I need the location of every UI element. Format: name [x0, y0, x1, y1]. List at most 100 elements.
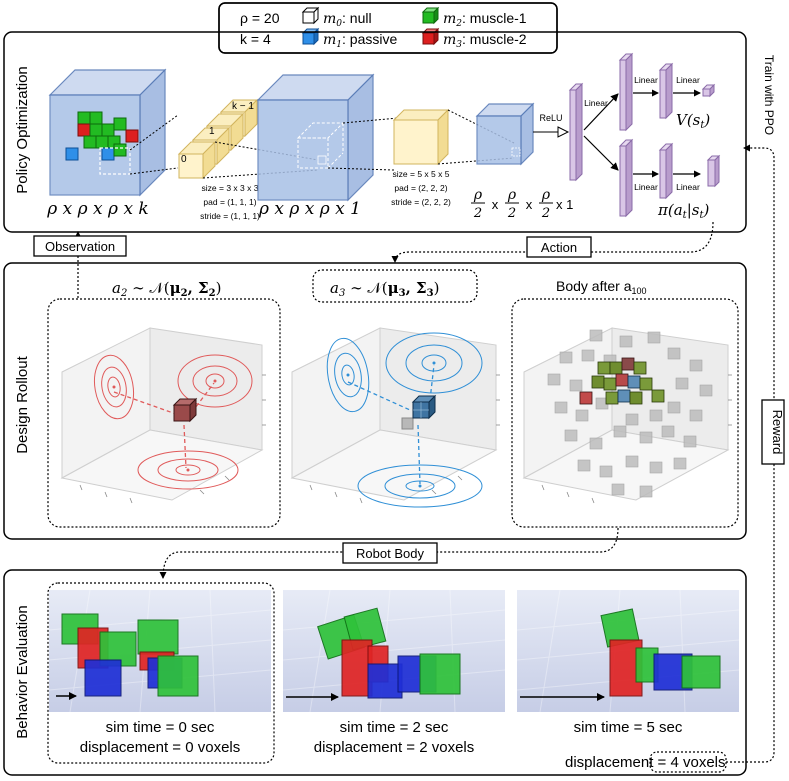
- policy-panel: Policy Optimization: [3, 2, 776, 233]
- value-text: V(s: [676, 111, 701, 129]
- conv1-kernels: k − 1 1 0: [177, 98, 259, 180]
- downsampled-cube: [475, 102, 535, 166]
- svg-text:m3: muscle-2: m3: muscle-2: [443, 31, 527, 50]
- observation-label: Observation: [45, 239, 115, 254]
- legend-m0-sub: 0: [336, 19, 342, 29]
- legend-m0-symbol: m: [323, 11, 336, 27]
- legend-m2-symbol: m: [443, 11, 456, 27]
- sim-frame-0: sim time = 0 sec displacement = 0 voxels: [47, 582, 275, 764]
- body-heading: Body after a100: [556, 278, 647, 296]
- sep1: x: [492, 197, 499, 212]
- frame-5-disp-prefix: displacement =: [565, 754, 670, 771]
- linear-label-d: Linear: [634, 182, 658, 192]
- flatten-layer: [568, 82, 584, 182]
- muscle1-cube-icon: [421, 6, 440, 25]
- a3-mu: μ: [388, 279, 399, 297]
- train-with-ppo-label: Train with PPO: [762, 55, 776, 135]
- frac2-num: ρ: [507, 187, 517, 203]
- pi-sub: t: [683, 210, 688, 221]
- reward-label: Reward: [770, 410, 785, 455]
- behavior-panel: Behavior Evaluation sim time = 0 se: [3, 569, 747, 776]
- conv1-stride: stride = (1, 1, 1): [200, 211, 260, 221]
- legend-m1-symbol: m: [323, 32, 336, 48]
- frame-0-time: sim time = 0 sec: [106, 719, 215, 736]
- linear-label-e: Linear: [676, 182, 700, 192]
- a3-voxels: [401, 394, 437, 430]
- frame-0-displacement: displacement = 0 voxels: [80, 739, 241, 756]
- conv2-kernel: [392, 108, 450, 166]
- a3-heading: a3 ∼ 𝒩(μ3, Σ3): [330, 279, 440, 299]
- legend: ρ = 20 k = 4 m0: null m1: passive m2: mu…: [218, 2, 558, 54]
- frac-tail: x 1: [556, 197, 573, 212]
- legend-k: k = 4: [240, 31, 271, 47]
- downsampled-dims-label: ρ 2 x ρ 2 x ρ 2 x 1: [471, 187, 573, 221]
- body-colored-voxels: [579, 357, 665, 405]
- a2-dist: ∼ 𝒩(: [127, 279, 169, 297]
- svg-text:m0: null: m0: null: [323, 10, 372, 29]
- action-label: Action: [541, 240, 577, 255]
- action-connector: Action: [391, 221, 714, 263]
- sep2: x: [526, 197, 533, 212]
- relu-arrow: ReLU: [533, 113, 570, 138]
- body-plot: [511, 298, 739, 528]
- frame-5-disp-value: 4 voxels: [670, 754, 725, 771]
- frac3-num: ρ: [541, 187, 551, 203]
- a2-mu: μ: [170, 279, 181, 297]
- pi-text: π(a: [657, 201, 683, 219]
- sim-frame-5: sim time = 5 sec displacement = 4 voxels: [516, 589, 740, 773]
- legend-rho: ρ = 20: [240, 10, 280, 26]
- legend-m3-symbol: m: [443, 32, 456, 48]
- svg-text:m2: muscle-1: m2: muscle-1: [443, 10, 527, 29]
- linear-label-c: Linear: [676, 75, 700, 85]
- frame-2-displacement: displacement = 2 voxels: [314, 739, 475, 756]
- input-dims-label: ρ x ρ x ρ x k: [46, 199, 148, 219]
- linear-label-a: Linear: [584, 98, 608, 108]
- a3-symbol: a: [330, 279, 339, 297]
- legend-m1-sub: 1: [336, 40, 342, 50]
- body-gray-voxels: [547, 329, 713, 498]
- frame-5-displacement: displacement = 4 voxels: [565, 754, 726, 771]
- a3-end: ): [434, 279, 440, 297]
- pi-sub2: t: [699, 210, 704, 221]
- linear-label-b: Linear: [634, 75, 658, 85]
- conv2-pad: pad = (2, 2, 2): [394, 183, 447, 193]
- a3-dist: ∼ 𝒩(: [345, 279, 387, 297]
- a2-end: ): [216, 279, 222, 297]
- a2-heading: a2 ∼ 𝒩(μ2, Σ2): [112, 279, 222, 299]
- a2-sigma: , Σ: [188, 279, 209, 297]
- design-panel: Design Rollout a2 ∼ 𝒩(μ2, Σ2) a3 ∼ 𝒩(μ3,…: [3, 262, 747, 540]
- conv2-size: size = 5 x 5 x 5: [393, 169, 450, 179]
- a2-plot: [47, 298, 281, 528]
- robot-body-connector: Robot Body: [159, 527, 619, 579]
- input-voxels: [65, 111, 139, 175]
- value-head: Linear Linear V(st): [618, 52, 716, 132]
- a2-mu-sub: 2: [181, 288, 188, 299]
- policy-output: π(at|st): [657, 201, 709, 221]
- conv1-channel-1: 1: [209, 126, 215, 137]
- value-output: V(st): [676, 111, 710, 131]
- frac2-den: 2: [507, 206, 516, 221]
- policy-head: Linear Linear π(at|st): [618, 138, 721, 221]
- body-text: Body after a: [556, 278, 632, 294]
- conv1-pad: pad = (1, 1, 1): [203, 197, 256, 207]
- a3-sigma: , Σ: [406, 279, 427, 297]
- legend-m2-label: : muscle-1: [462, 10, 527, 26]
- policy-title: Policy Optimization: [14, 66, 31, 194]
- legend-m3-label: : muscle-2: [462, 31, 527, 47]
- a2-sub: 2: [120, 288, 127, 299]
- frac3-den: 2: [541, 206, 550, 221]
- conv2-stride: stride = (2, 2, 2): [391, 197, 451, 207]
- a3-mu-sub: 3: [399, 288, 406, 299]
- robot-frame-0: [61, 613, 199, 697]
- conv1-channel-0: 0: [181, 154, 187, 165]
- legend-m0-label: : null: [342, 10, 372, 26]
- sim-frame-2: sim time = 2 sec displacement = 2 voxels: [282, 589, 506, 756]
- legend-m3-sub: 3: [456, 40, 462, 50]
- design-title: Design Rollout: [14, 355, 31, 453]
- input-voxel-cube: [48, 68, 167, 197]
- null-cube-icon: [301, 6, 320, 25]
- a2-sigma-sub: 2: [209, 288, 216, 299]
- value-end: ): [703, 111, 710, 129]
- value-sub: t: [700, 120, 705, 131]
